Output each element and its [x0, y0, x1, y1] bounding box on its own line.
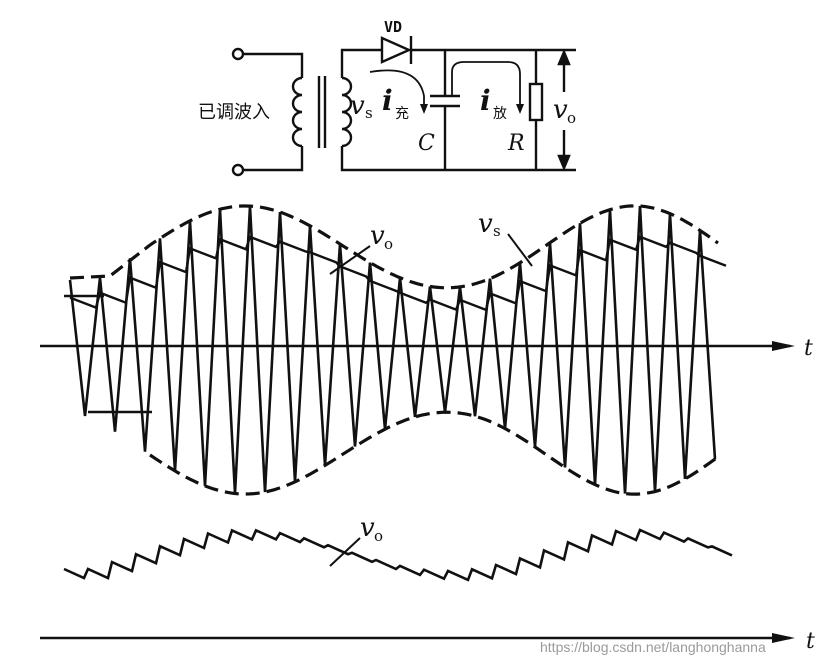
bottom-vo-label: v: [360, 513, 375, 543]
resistor-icon: [528, 82, 544, 122]
bottom-waveform: [40, 528, 795, 643]
input-terminal-bottom: [231, 163, 245, 177]
charge-current-arrow: [369, 69, 425, 106]
bottom-axis-label: t: [806, 629, 815, 654]
resistor-label: R: [507, 131, 525, 156]
discharge-arrow-head-icon: [516, 104, 524, 114]
transformer-primary-coil: [291, 76, 303, 148]
charge-arrow-head-icon: [420, 104, 428, 114]
vo-leader-line: [329, 245, 371, 275]
bottom-vo-subscript: o: [374, 527, 383, 545]
input-label: 已调波入: [198, 102, 270, 123]
vs-label: v: [350, 91, 365, 121]
icharge-subscript: 充: [395, 106, 409, 122]
capacitor-label: C: [418, 131, 435, 156]
diode-label: VD: [384, 18, 402, 36]
vo-output-label: v: [553, 95, 568, 125]
icharge-label: i: [382, 84, 393, 117]
top-axis-arrow-icon: [772, 341, 795, 351]
top-vs-subscript: s: [493, 222, 501, 240]
top-vo-label: v: [370, 221, 385, 251]
circuit-schematic: [231, 36, 576, 177]
input-wire-bottom: [243, 146, 304, 172]
output-arrow-up-icon: [557, 48, 571, 66]
secondary-wire-top: [340, 48, 382, 78]
vs-leader-line: [507, 233, 533, 267]
secondary-wire-bottom: [340, 146, 548, 172]
bottom-axis-arrow-icon: [772, 633, 795, 643]
detected-output-vo: [69, 235, 727, 312]
idischarge-subscript: 放: [493, 106, 507, 122]
input-wire-top: [243, 52, 304, 78]
top-waveform: [40, 204, 795, 496]
top-vo-subscript: o: [384, 235, 393, 253]
discharge-current-arrow: [451, 61, 521, 106]
diode-icon: [380, 36, 412, 64]
idischarge-label: i: [480, 84, 491, 117]
bottom-vo-leader-line: [329, 537, 361, 567]
detected-output-vo-bottom: [63, 528, 733, 582]
top-vs-label: v: [478, 209, 493, 239]
vs-subscript: s: [365, 104, 373, 122]
transformer-secondary-coil: [341, 76, 353, 148]
watermark-text: https://blog.csdn.net/langhonghanna: [540, 639, 766, 655]
output-arrow-down-icon: [557, 154, 571, 172]
envelope-upper-dashed: [69, 204, 719, 290]
input-terminal-top: [231, 47, 245, 61]
vo-output-subscript: o: [567, 109, 576, 127]
top-axis-label: t: [804, 336, 813, 361]
